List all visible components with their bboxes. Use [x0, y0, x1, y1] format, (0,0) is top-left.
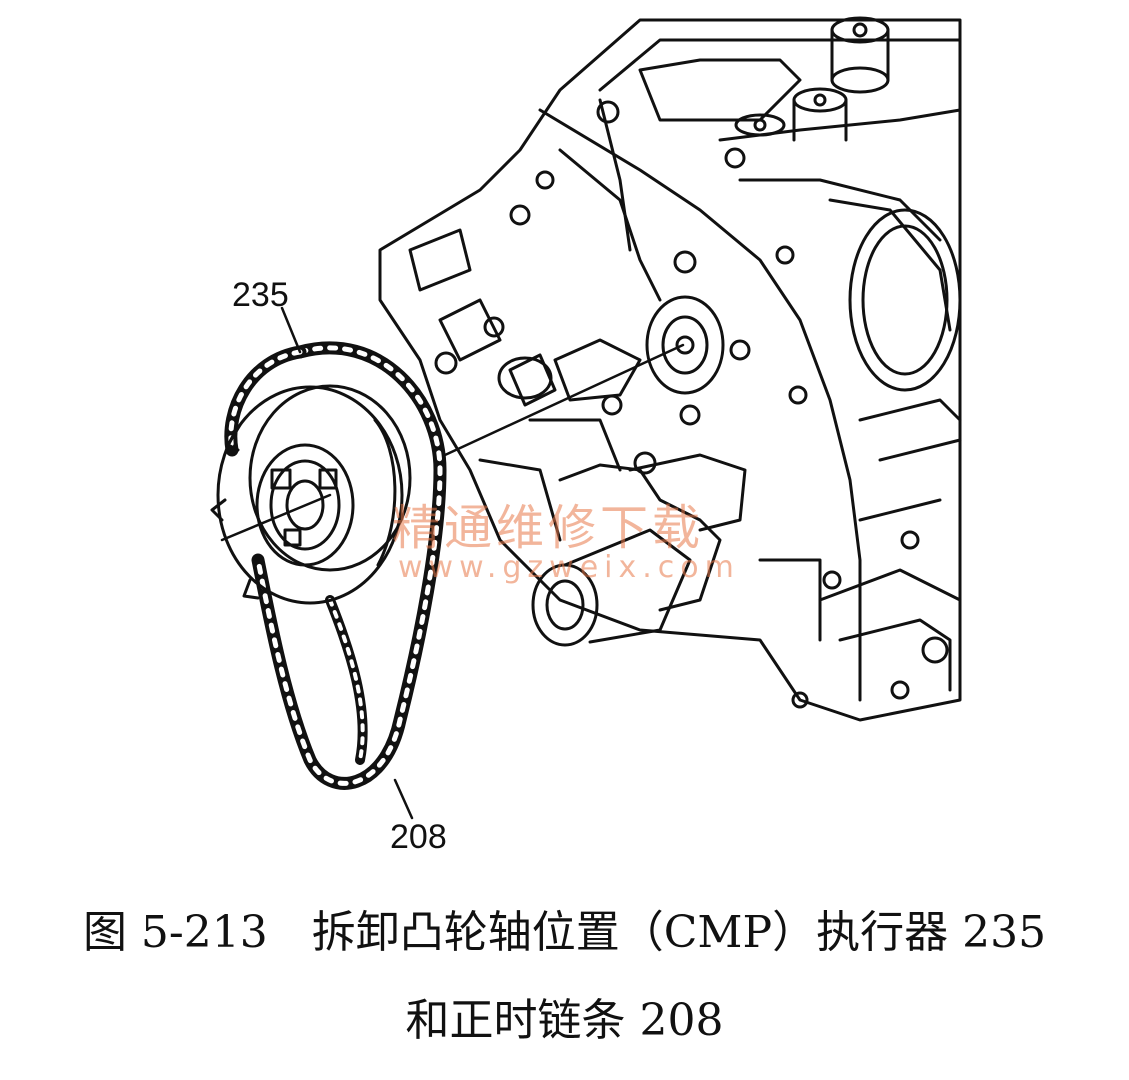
timing-chain	[224, 341, 447, 790]
watermark-text: 精通维修下载	[392, 500, 705, 556]
callout-label-208: 208	[390, 818, 447, 856]
figure-caption-line-2: 和正时链条 208	[405, 995, 724, 1046]
figure-caption-line-1: 图 5-213 拆卸凸轮轴位置（CMP）执行器 235	[82, 907, 1047, 958]
engine-diagram	[210, 16, 962, 820]
cam-sprocket	[210, 384, 412, 605]
watermark-url: www.gzweix.com	[398, 550, 740, 585]
leader-line-208	[393, 778, 414, 820]
leader-line-235	[280, 306, 302, 354]
engine-block	[378, 16, 962, 722]
callout-label-235: 235	[232, 276, 289, 314]
leader-line-camshaft	[443, 343, 685, 457]
leader-line-actuator-center	[220, 493, 332, 542]
